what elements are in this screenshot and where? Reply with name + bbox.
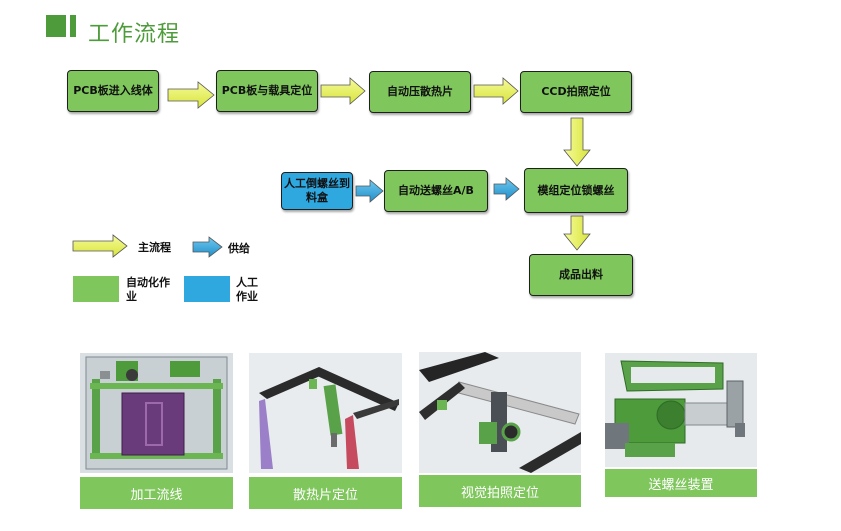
step-auto-press-heatsink: 自动压散热片: [369, 71, 471, 113]
title-bar-icon: [70, 15, 76, 37]
legend-manual-swatch: [184, 276, 230, 302]
step-pcb-enter: PCB板进入线体: [67, 70, 159, 112]
caption-processing-line: 加工流线: [80, 477, 233, 509]
caption-vision-position: 视觉拍照定位: [419, 475, 581, 507]
screw-feeder-image: [605, 353, 757, 467]
legend-supply-label: 供给: [228, 242, 250, 255]
processing-line-machine-image: [80, 353, 233, 473]
caption-heatsink-position: 散热片定位: [249, 477, 402, 509]
step-pcb-carrier-position: PCB板与载具定位: [216, 70, 318, 112]
step-finished-output: 成品出料: [529, 254, 633, 296]
heatsink-gantry-image: [249, 353, 402, 473]
page-title: 工作流程: [88, 22, 181, 47]
arrow-right-icon: [167, 81, 215, 109]
supply-arrow-icon: [355, 179, 384, 203]
legend-auto-swatch: [73, 276, 119, 302]
step-auto-feed-screws: 自动送螺丝A/B: [384, 170, 488, 212]
legend-main-flow-label: 主流程: [138, 241, 171, 254]
title-block-icon: [46, 15, 66, 37]
step-module-lock-screws: 模组定位锁螺丝: [524, 168, 628, 213]
arrow-right-icon: [473, 77, 519, 105]
caption-screw-feeder: 送螺丝装置: [605, 469, 757, 497]
legend-manual-label: 人工作业: [236, 276, 258, 303]
supply-arrow-icon: [493, 177, 520, 201]
step-ccd-position: CCD拍照定位: [520, 71, 632, 113]
legend-auto-label: 自动化作业: [126, 276, 170, 303]
photo-heatsink-position: [249, 353, 402, 473]
arrow-down-icon: [563, 117, 591, 167]
step-manual-pour-screws: 人工倒螺丝到料盒: [281, 172, 353, 210]
photo-vision-position: [419, 352, 581, 473]
legend-main-arrow-icon: [72, 234, 128, 258]
arrow-down-icon: [563, 215, 591, 251]
vision-camera-image: [419, 352, 581, 473]
arrow-right-icon: [320, 77, 366, 105]
legend-supply-arrow-icon: [192, 236, 223, 258]
photo-screw-feeder: [605, 353, 757, 467]
photo-processing-line: [80, 353, 233, 473]
